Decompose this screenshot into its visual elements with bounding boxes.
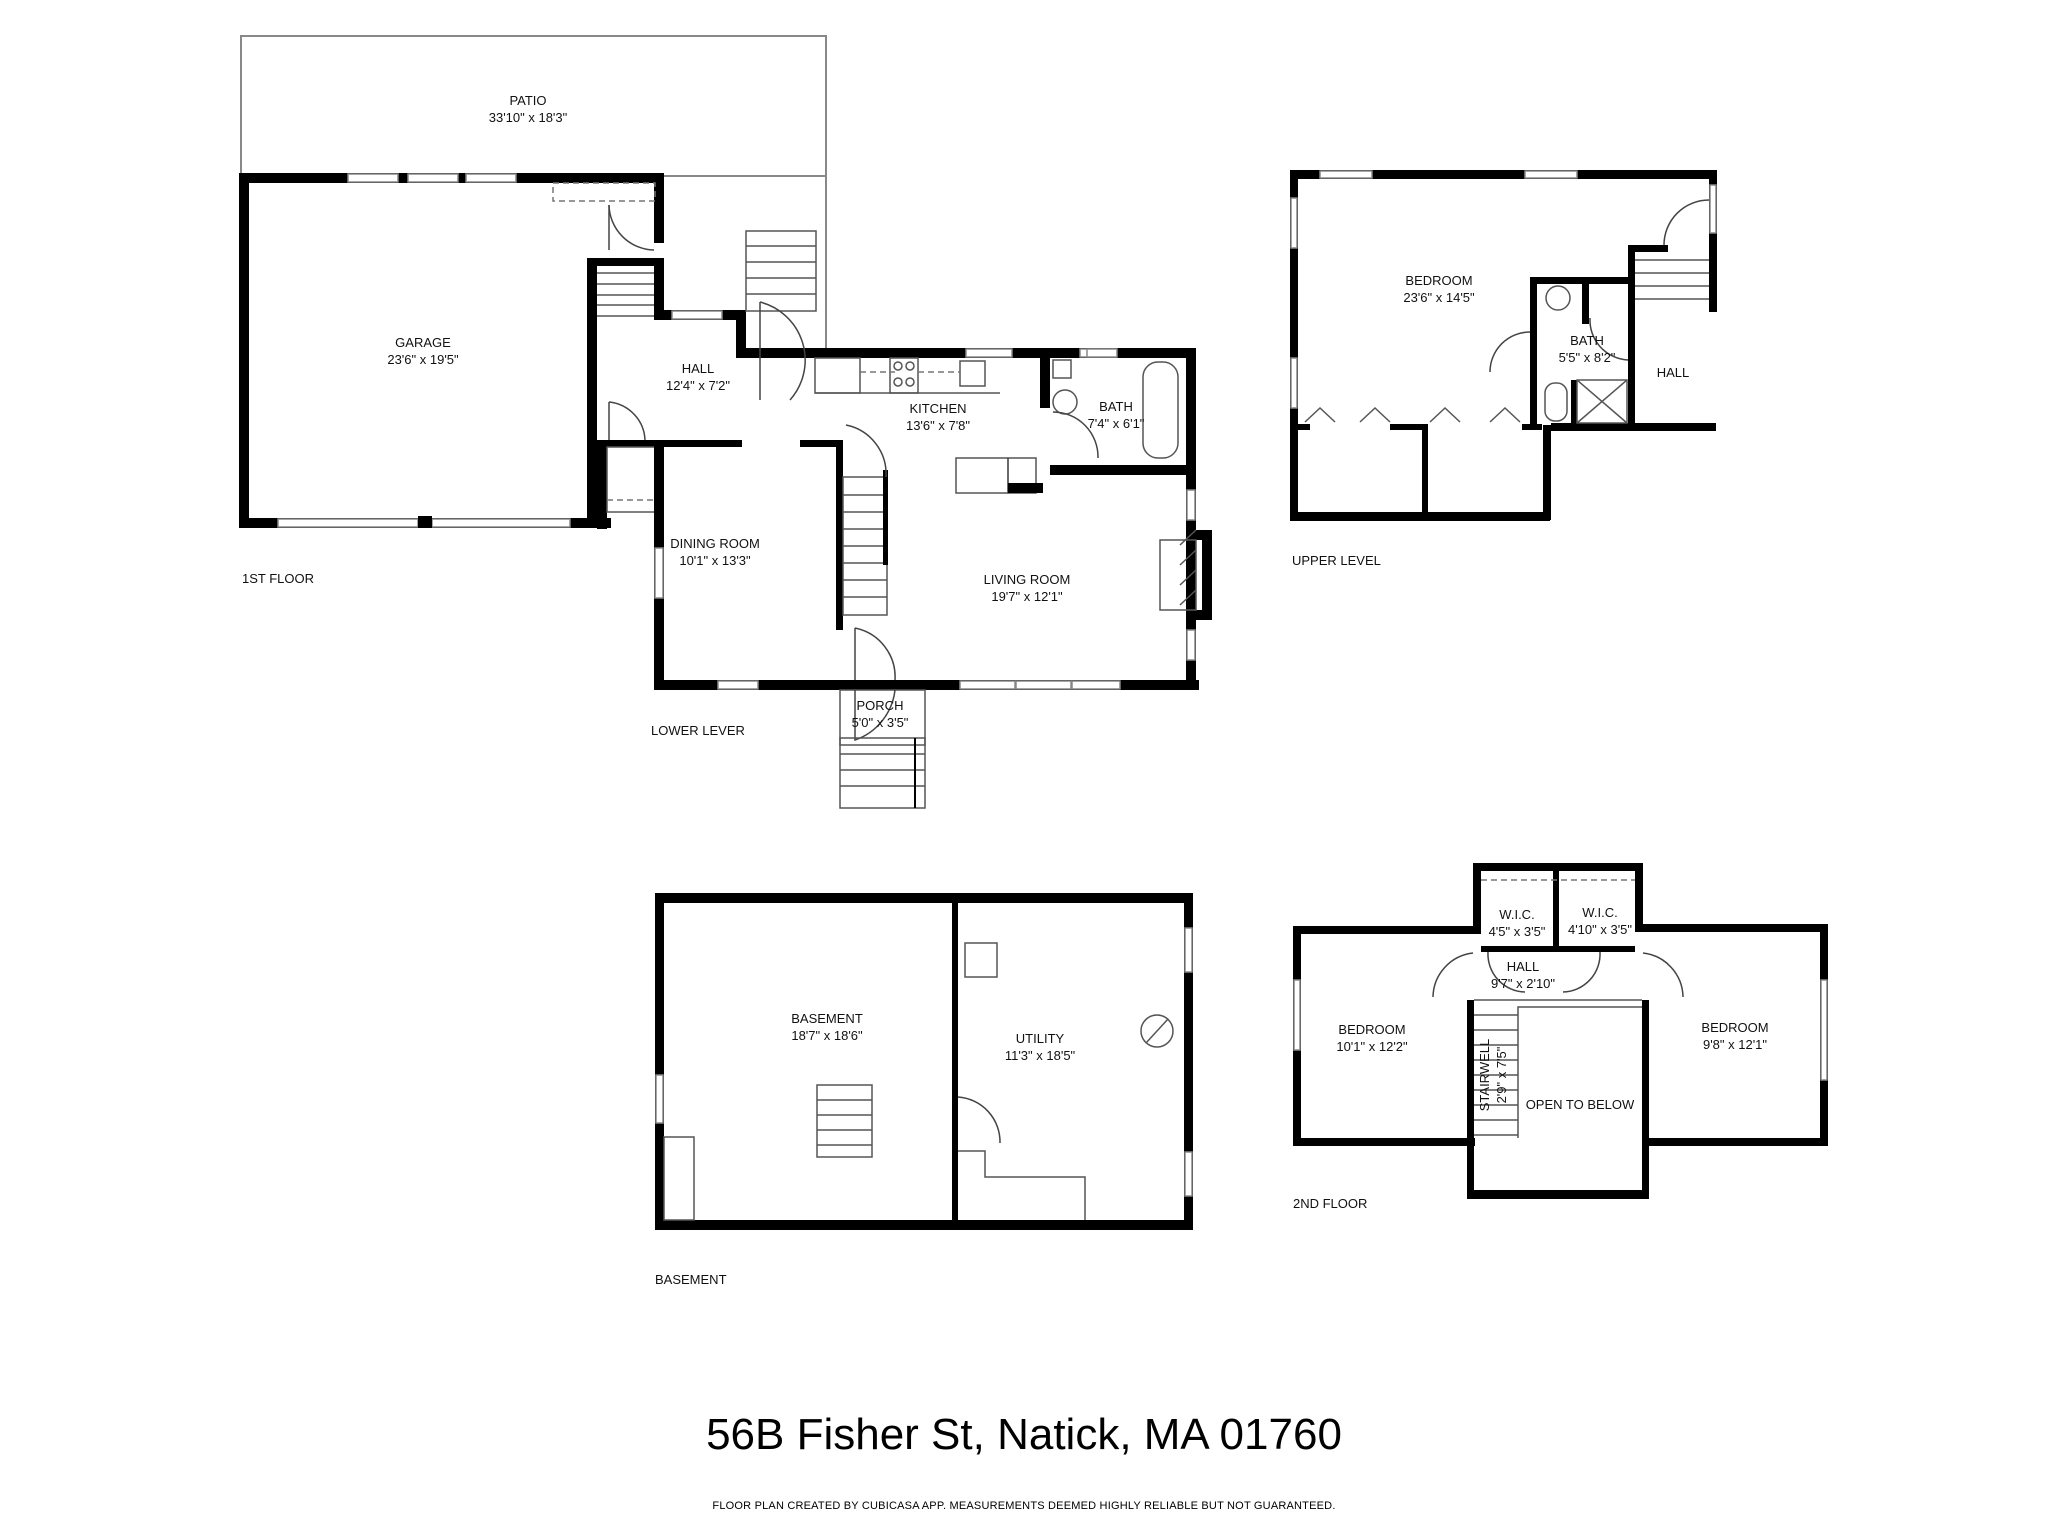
room-name: LIVING ROOM	[983, 572, 1071, 587]
room-label-open-to-below: OPEN TO BELOW	[1526, 1096, 1635, 1113]
room-dimensions: 9'8" x 12'1"	[1702, 1037, 1768, 1052]
room-name: BATH	[1099, 399, 1133, 414]
room-name: OPEN TO BELOW	[1525, 1097, 1635, 1112]
room-label-patio: PATIO 33'10" x 18'3"	[489, 92, 568, 126]
room-label-bedroom-upper: BEDROOM 23'6" x 14'5"	[1403, 272, 1474, 306]
room-label-bath: BATH 7'4" x 6'1"	[1088, 398, 1145, 432]
room-dimensions: 5'0" x 3'5"	[851, 715, 909, 730]
room-name: HALL	[681, 361, 715, 376]
room-name: BATH	[1570, 333, 1604, 348]
room-label-dining-room: DINING ROOM 10'1" x 13'3"	[670, 535, 760, 569]
upper-level-plan	[1290, 170, 1717, 521]
room-name: W.I.C.	[1582, 905, 1618, 920]
room-name: UTILITY	[1015, 1031, 1065, 1046]
room-label-basement: BASEMENT 18'7" x 18'6"	[791, 1010, 863, 1044]
room-name: BEDROOM	[1338, 1022, 1406, 1037]
room-label-living-room: LIVING ROOM 19'7" x 12'1"	[984, 571, 1071, 605]
room-label-kitchen: KITCHEN 13'6" x 7'8"	[906, 400, 970, 434]
room-name: STAIRWELL	[1477, 1038, 1492, 1112]
property-address: 56B Fisher St, Natick, MA 01760	[706, 1410, 1342, 1459]
room-dimensions: 4'10" x 3'5"	[1567, 922, 1633, 937]
first-floor-plan	[239, 35, 1212, 809]
room-name: W.I.C.	[1499, 907, 1535, 922]
room-dimensions: 19'7" x 12'1"	[991, 589, 1063, 604]
floor-label-lower-level: LOWER LEVER	[651, 723, 745, 738]
room-name: KITCHEN	[909, 401, 967, 416]
room-name: BEDROOM	[1405, 273, 1473, 288]
room-label-hall-second: HALL 9'7" x 2'10"	[1491, 958, 1555, 992]
room-name: DINING ROOM	[670, 536, 760, 551]
room-dimensions: 10'1" x 13'3"	[679, 553, 751, 568]
basement-plan	[655, 893, 1193, 1230]
room-dimensions: 18'7" x 18'6"	[791, 1028, 863, 1043]
room-dimensions: 23'6" x 14'5"	[1403, 290, 1475, 305]
room-name: BASEMENT	[791, 1011, 863, 1026]
room-label-garage: GARAGE 23'6" x 19'5"	[387, 334, 458, 368]
room-dimensions: 5'5" x 8'2"	[1558, 350, 1616, 365]
room-label-wic-right: W.I.C. 4'10" x 3'5"	[1568, 904, 1632, 938]
room-name: PATIO	[509, 93, 547, 108]
room-dimensions: 10'1" x 12'2"	[1336, 1039, 1408, 1054]
floor-label-1st-floor: 1ST FLOOR	[242, 571, 315, 586]
room-label-hall: HALL 12'4" x 7'2"	[666, 360, 730, 394]
room-dimensions: 33'10" x 18'3"	[488, 110, 568, 125]
room-dimensions: 12'4" x 7'2"	[665, 378, 731, 393]
second-floor-plan	[1293, 863, 1828, 1199]
room-dimensions: 13'6" x 7'8"	[905, 418, 971, 433]
floor-label-basement: BASEMENT	[655, 1272, 727, 1287]
room-name: PORCH	[856, 698, 904, 713]
disclaimer-text: FLOOR PLAN CREATED BY CUBICASA APP. MEAS…	[712, 1500, 1336, 1512]
room-label-bedroom-left: BEDROOM 10'1" x 12'2"	[1336, 1021, 1407, 1055]
room-label-bath-upper: BATH 5'5" x 8'2"	[1559, 332, 1616, 366]
room-label-stairwell: STAIRWELL 2'9" x 7'5"	[1476, 1039, 1510, 1111]
room-name: HALL	[1506, 959, 1540, 974]
room-label-wic-left: W.I.C. 4'5" x 3'5"	[1489, 906, 1546, 940]
room-dimensions: 9'7" x 2'10"	[1490, 976, 1556, 991]
room-dimensions: 11'3" x 18'5"	[1004, 1048, 1076, 1063]
floor-label-2nd-floor: 2ND FLOOR	[1293, 1196, 1368, 1211]
room-name: HALL	[1656, 365, 1690, 380]
room-dimensions: 7'4" x 6'1"	[1087, 416, 1145, 431]
room-label-bedroom-right: BEDROOM 9'8" x 12'1"	[1701, 1019, 1768, 1053]
room-dimensions: 23'6" x 19'5"	[387, 352, 459, 367]
floor-label-upper-level: UPPER LEVEL	[1292, 553, 1381, 568]
room-dimensions: 4'5" x 3'5"	[1488, 924, 1546, 939]
room-name: GARAGE	[395, 335, 451, 350]
room-label-porch: PORCH 5'0" x 3'5"	[852, 697, 909, 731]
room-label-utility: UTILITY 11'3" x 18'5"	[1005, 1030, 1075, 1064]
room-label-hall-upper: HALL	[1657, 364, 1690, 381]
room-dimensions: 2'9" x 7'5"	[1494, 1046, 1509, 1104]
room-name: BEDROOM	[1701, 1020, 1769, 1035]
